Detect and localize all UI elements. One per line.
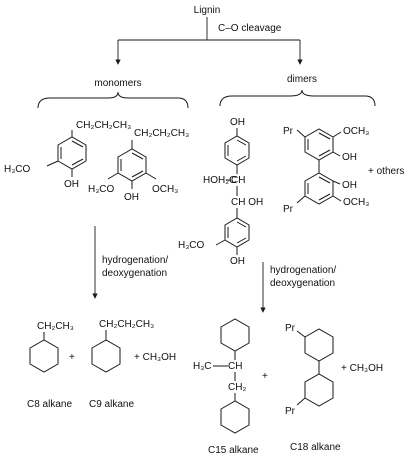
monomer-propylguaiacol: CH₂CH₂CH₃ H₃CO OH (4, 120, 131, 190)
svg-text:OCH₃: OCH₃ (343, 126, 369, 137)
monomer-propylsyringol: CH₂CH₂CH₃ H₃CO OCH₃ OH (88, 128, 189, 203)
svg-text:OH: OH (230, 256, 245, 267)
methanol-right: + CH₃OH (341, 363, 383, 374)
svg-text:OCH₃: OCH₃ (343, 197, 369, 208)
svg-text:OH: OH (230, 117, 245, 128)
monomers-label: monomers (94, 78, 141, 89)
dimers-label: dimers (287, 74, 317, 85)
svg-text:C15 alkane: C15 alkane (208, 445, 259, 456)
svg-text:CH₂CH₂CH₃: CH₂CH₂CH₃ (99, 319, 154, 330)
lignin-label: Lignin (194, 5, 221, 16)
svg-text:deoxygenation: deoxygenation (270, 278, 335, 289)
svg-text:OCH₃: OCH₃ (152, 184, 178, 195)
dimers-brace (219, 89, 376, 107)
svg-text:OH: OH (64, 179, 79, 190)
svg-text:H₃C: H₃C (193, 361, 212, 372)
svg-text:CH₂: CH₂ (228, 382, 246, 393)
svg-text:OH: OH (342, 180, 357, 191)
svg-text:Pr: Pr (283, 126, 294, 137)
svg-text:hydrogenation/: hydrogenation/ (102, 255, 168, 266)
svg-text:CH OH: CH OH (231, 197, 263, 208)
product-c9-alkane: CH₂CH₂CH₃ C9 alkane (89, 319, 154, 410)
svg-text:Pr: Pr (285, 406, 296, 417)
svg-text:CH: CH (231, 175, 245, 186)
svg-text:Pr: Pr (283, 204, 294, 215)
svg-text:OH: OH (342, 152, 357, 163)
others-label: + others (368, 166, 404, 177)
svg-text:C8 alkane: C8 alkane (27, 399, 72, 410)
product-c18-alkane: Pr Pr C18 alkane (285, 323, 341, 453)
svg-text:deoxygenation: deoxygenation (102, 268, 167, 279)
svg-text:+: + (69, 352, 75, 363)
svg-text:CH: CH (228, 361, 242, 372)
step-co-cleavage: C–O cleavage (218, 23, 282, 34)
dimer-guaiacylglycerol: OH HOH₂C CH CH OH H₃CO OH (178, 117, 263, 267)
product-c15-alkane: H₃C CH CH₂ C15 alkane (193, 318, 259, 456)
methanol-left: + CH₃OH (134, 352, 176, 363)
monomers-brace (37, 91, 189, 109)
svg-text:CH₂CH₂CH₃: CH₂CH₂CH₃ (134, 128, 189, 139)
svg-text:CH₂CH₂CH₃: CH₂CH₂CH₃ (76, 120, 131, 131)
svg-text:H₃CO: H₃CO (88, 184, 115, 195)
dimer-biphenyl: Pr OCH₃ OH OH OCH₃ Pr (283, 126, 369, 215)
svg-text:C18 alkane: C18 alkane (290, 442, 341, 453)
svg-text:OH: OH (124, 192, 139, 203)
svg-text:HOH₂C: HOH₂C (203, 175, 236, 186)
svg-text:H₃CO: H₃CO (178, 240, 205, 251)
product-c8-alkane: CH₂CH₃ C8 alkane (27, 321, 74, 410)
svg-text:C9 alkane: C9 alkane (89, 399, 134, 410)
svg-text:CH₂CH₃: CH₂CH₃ (37, 321, 74, 332)
svg-text:+: + (262, 371, 268, 382)
svg-text:hydrogenation/: hydrogenation/ (270, 265, 336, 276)
svg-text:Pr: Pr (285, 323, 296, 334)
svg-text:H₃CO: H₃CO (4, 164, 31, 175)
